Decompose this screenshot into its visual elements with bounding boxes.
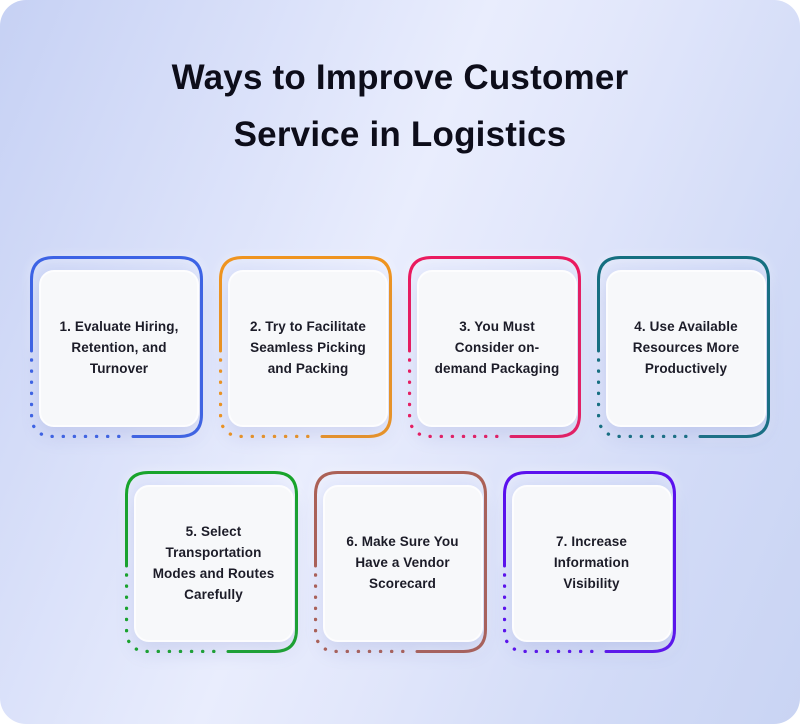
card-7-border	[502, 471, 676, 654]
card-7-border-solid	[502, 471, 676, 654]
card-7-border-dotted	[502, 573, 600, 654]
card-2-border	[219, 256, 392, 439]
card-5-border	[124, 471, 298, 654]
card-5-border-dotted	[124, 573, 222, 654]
card-4: 4. Use Available Resources More Producti…	[597, 256, 770, 439]
card-1-border-solid	[30, 256, 203, 439]
card-4-body: 4. Use Available Resources More Producti…	[606, 270, 766, 428]
card-2-border-dotted	[219, 358, 316, 439]
card-7: 7. Increase Information Visibility	[502, 471, 676, 654]
card-1-border	[30, 256, 203, 439]
page-title: Ways to Improve Customer Service in Logi…	[0, 0, 800, 163]
card-6: 6. Make Sure You Have a Vendor Scorecard	[313, 471, 487, 654]
card-2-body: 2. Try to Facilitate Seamless Picking an…	[228, 270, 388, 428]
card-6-border-dotted	[313, 573, 411, 654]
card-2: 2. Try to Facilitate Seamless Picking an…	[219, 256, 392, 439]
card-6-label: 6. Make Sure You Have a Vendor Scorecard	[346, 534, 459, 592]
card-6-body: 6. Make Sure You Have a Vendor Scorecard	[322, 485, 483, 643]
card-4-label: 4. Use Available Resources More Producti…	[632, 319, 740, 377]
page-title-line1: Ways to Improve Customer	[171, 58, 629, 97]
card-1-border-dotted	[30, 358, 127, 439]
card-3-border-dotted	[408, 358, 505, 439]
card-5-label: 5. Select Transportation Modes and Route…	[152, 524, 275, 602]
card-5-body: 5. Select Transportation Modes and Route…	[133, 485, 294, 643]
card-1-label: 1. Evaluate Hiring, Retention, and Turno…	[59, 319, 179, 377]
cards-row-2: 5. Select Transportation Modes and Route…	[0, 471, 800, 654]
card-1: 1. Evaluate Hiring, Retention, and Turno…	[30, 256, 203, 439]
card-4-border	[597, 256, 770, 439]
card-2-label: 2. Try to Facilitate Seamless Picking an…	[249, 319, 367, 377]
card-6-border-solid	[313, 471, 487, 654]
cards-row-1: 1. Evaluate Hiring, Retention, and Turno…	[0, 256, 800, 439]
card-6-border	[313, 471, 487, 654]
card-3-border	[408, 256, 581, 439]
card-3: 3. You Must Consider on-demand Packaging	[408, 256, 581, 439]
card-1-body: 1. Evaluate Hiring, Retention, and Turno…	[39, 270, 199, 428]
card-7-body: 7. Increase Information Visibility	[511, 485, 672, 643]
card-2-border-solid	[219, 256, 392, 439]
card-7-label: 7. Increase Information Visibility	[553, 534, 630, 592]
card-5: 5. Select Transportation Modes and Route…	[124, 471, 298, 654]
card-5-border-solid	[124, 471, 298, 654]
card-3-label: 3. You Must Consider on-demand Packaging	[434, 319, 560, 377]
card-4-border-solid	[597, 256, 770, 439]
card-3-border-solid	[408, 256, 581, 439]
card-4-border-dotted	[597, 358, 694, 439]
page-title-line2: Service in Logistics	[233, 114, 567, 154]
card-3-body: 3. You Must Consider on-demand Packaging	[417, 270, 577, 428]
